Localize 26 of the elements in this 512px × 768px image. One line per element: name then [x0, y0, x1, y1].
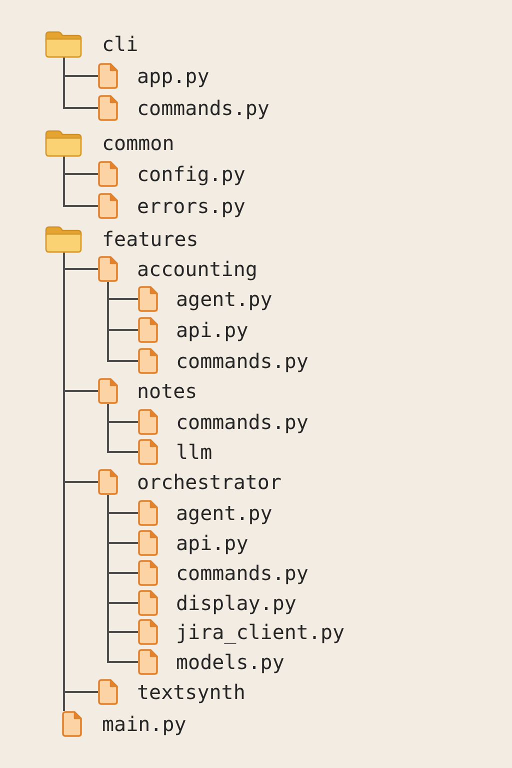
file-name: display.py [176, 592, 296, 614]
folder-name: features [102, 228, 198, 250]
file-name: llm [176, 441, 212, 463]
file-name: app.py [137, 65, 210, 87]
file-name: textsynth [137, 681, 246, 703]
folder-name: common [102, 132, 174, 154]
file-name: errors.py [137, 195, 246, 217]
tree-line [107, 495, 138, 663]
file-name: api.py [176, 532, 248, 554]
file-name: commands.py [137, 97, 270, 119]
file-name: models.py [176, 651, 284, 673]
file-name: accounting [137, 258, 258, 280]
file-name: commands.py [176, 350, 308, 372]
file-name: config.py [137, 163, 246, 185]
file-name: jira_client.py [176, 621, 345, 643]
folder-name: cli [102, 33, 138, 55]
file-name: commands.py [176, 411, 308, 433]
file-name: orchestrator [137, 471, 282, 493]
tree-line [107, 404, 138, 453]
file-name: agent.py [176, 502, 272, 524]
tree-line [63, 156, 98, 207]
file-name: api.py [176, 319, 248, 341]
file-name: notes [137, 380, 198, 402]
file-name: agent.py [176, 288, 272, 310]
file-name: commands.py [176, 562, 308, 584]
file-name: main.py [102, 713, 186, 735]
